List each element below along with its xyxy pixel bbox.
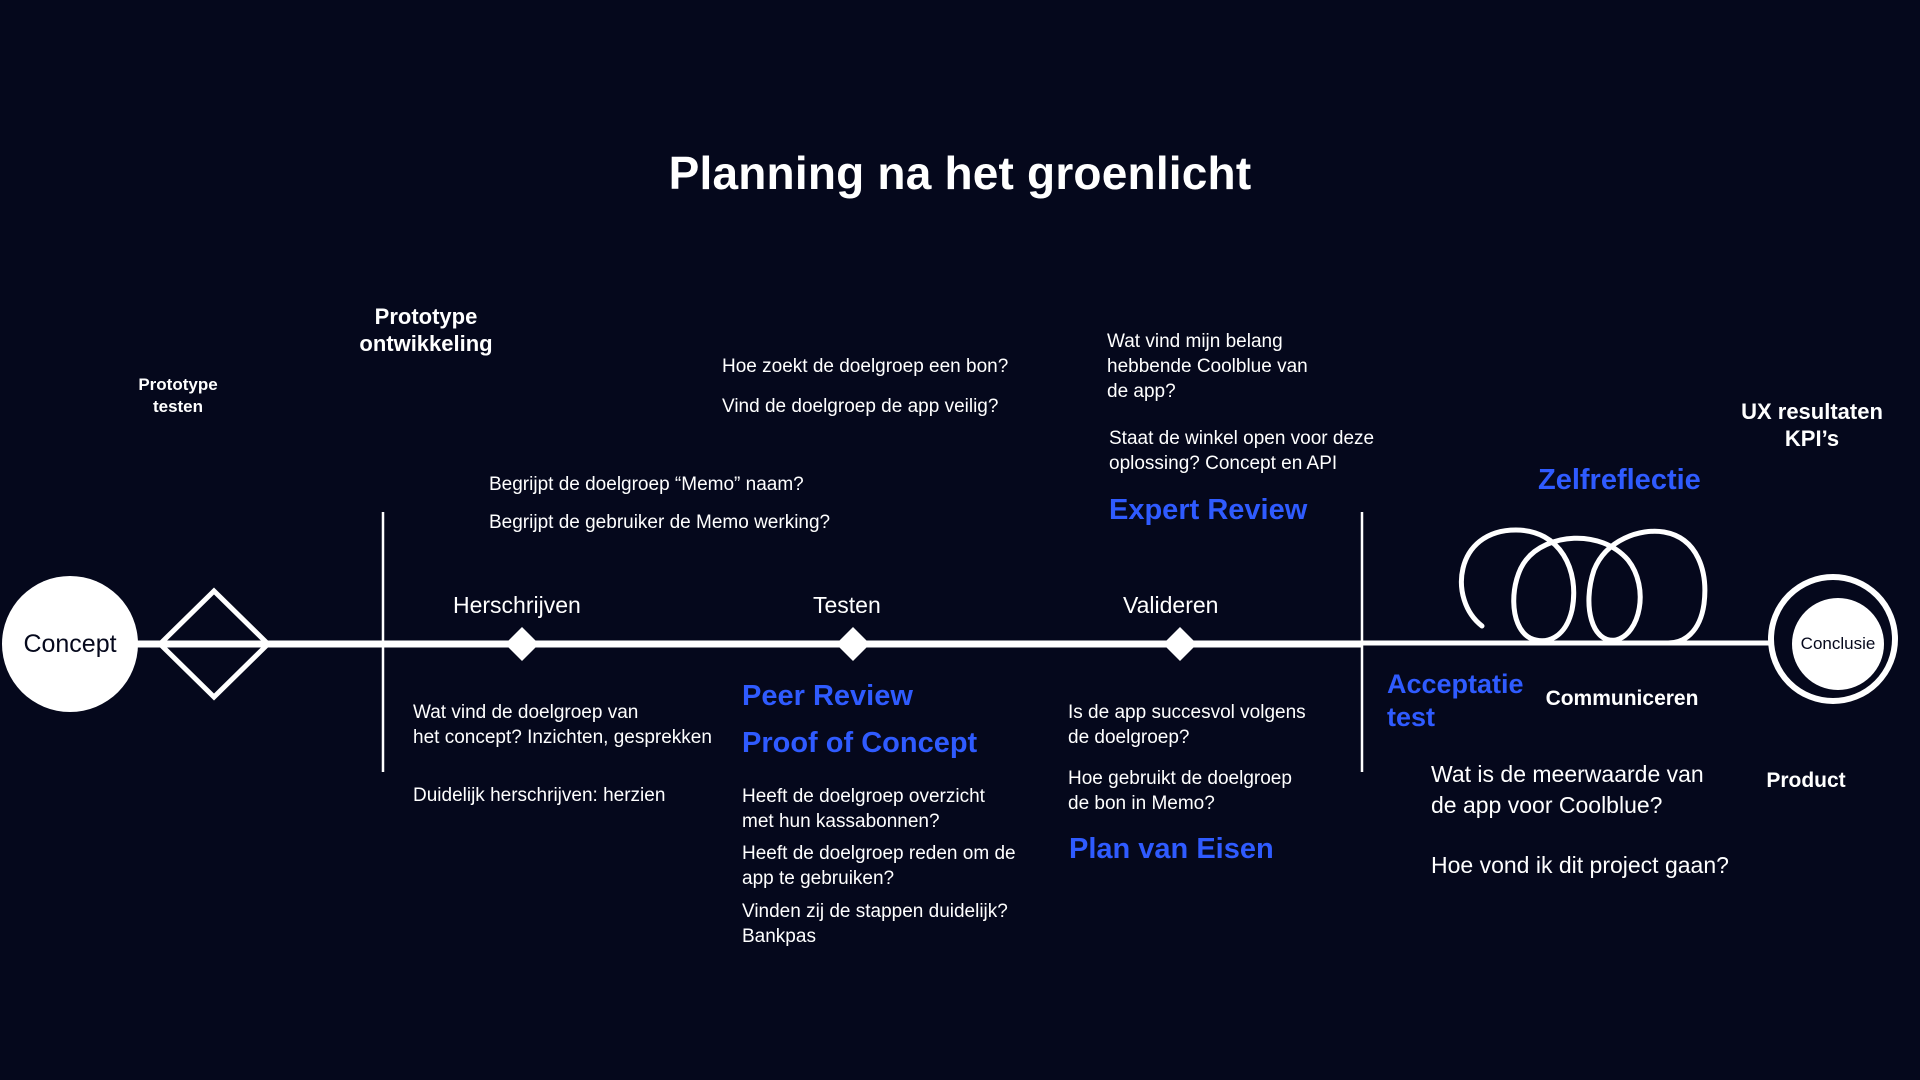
method-requirements-plan: Plan van Eisen <box>1069 833 1274 865</box>
prototype-development-label: Prototype ontwikkeling <box>359 304 493 356</box>
page-title: Planning na het groenlicht <box>668 147 1252 199</box>
question-test-reason: Heeft de doelgroep reden om de app te ge… <box>742 843 1016 889</box>
step-rewrite: Herschrijven <box>453 592 581 618</box>
question-validate-usage: Hoe gebruikt de doelgroep de bon in Memo… <box>1068 768 1292 814</box>
iteration-loops <box>1459 527 1708 646</box>
product-label: Product <box>1766 769 1846 792</box>
step-test: Testen <box>813 592 881 618</box>
conclusion-ring <box>1768 574 1898 704</box>
method-expert-review: Expert Review <box>1109 494 1308 526</box>
prototype-testing-label: Prototype testen <box>138 375 218 416</box>
method-proof-of-concept: Proof of Concept <box>742 727 978 759</box>
question-validate-stakeholder: Wat vind mijn belang hebbende Coolblue v… <box>1107 331 1308 402</box>
method-self-reflection: Zelfreflectie <box>1538 464 1701 496</box>
conclusion-node: Conclusie <box>1792 598 1884 690</box>
communicate-label: Communiceren <box>1545 687 1699 710</box>
question-rewrite-working: Begrijpt de gebruiker de Memo werking? <box>489 512 831 533</box>
step-validate: Valideren <box>1123 592 1219 618</box>
question-conclusion-project: Hoe vond ik dit project gaan? <box>1431 852 1729 878</box>
decision-diamond <box>156 587 272 701</box>
concept-node: Concept <box>2 576 138 712</box>
method-peer-review: Peer Review <box>742 680 913 712</box>
method-acceptance-test: Acceptatie test <box>1387 669 1524 732</box>
question-rewrite-revise: Duidelijk herschrijven: herzien <box>413 785 666 806</box>
question-conclusion-value: Wat is de meerwaarde van de app voor Coo… <box>1431 761 1704 818</box>
question-test-safe: Vind de doelgroep de app veilig? <box>722 396 999 417</box>
milestone-diamond-test <box>836 627 870 661</box>
question-validate-success: Is de app succesvol volgens de doelgroep… <box>1068 702 1306 748</box>
question-rewrite-concept: Wat vind de doelgroep van het concept? I… <box>413 702 712 748</box>
question-rewrite-name: Begrijpt de doelgroep “Memo” naam? <box>489 474 804 495</box>
question-test-overview: Heeft de doelgroep overzicht met hun kas… <box>742 786 985 832</box>
ux-results-label: UX resultaten KPI’s <box>1741 399 1883 451</box>
milestone-diamond-validate <box>1163 627 1197 661</box>
milestone-diamond-rewrite <box>505 627 539 661</box>
question-test-search: Hoe zoekt de doelgroep een bon? <box>722 356 1009 377</box>
question-validate-store: Staat de winkel open voor deze oplossing… <box>1109 428 1375 474</box>
question-test-steps: Vinden zij de stappen duidelijk? Bankpas <box>742 901 1008 947</box>
